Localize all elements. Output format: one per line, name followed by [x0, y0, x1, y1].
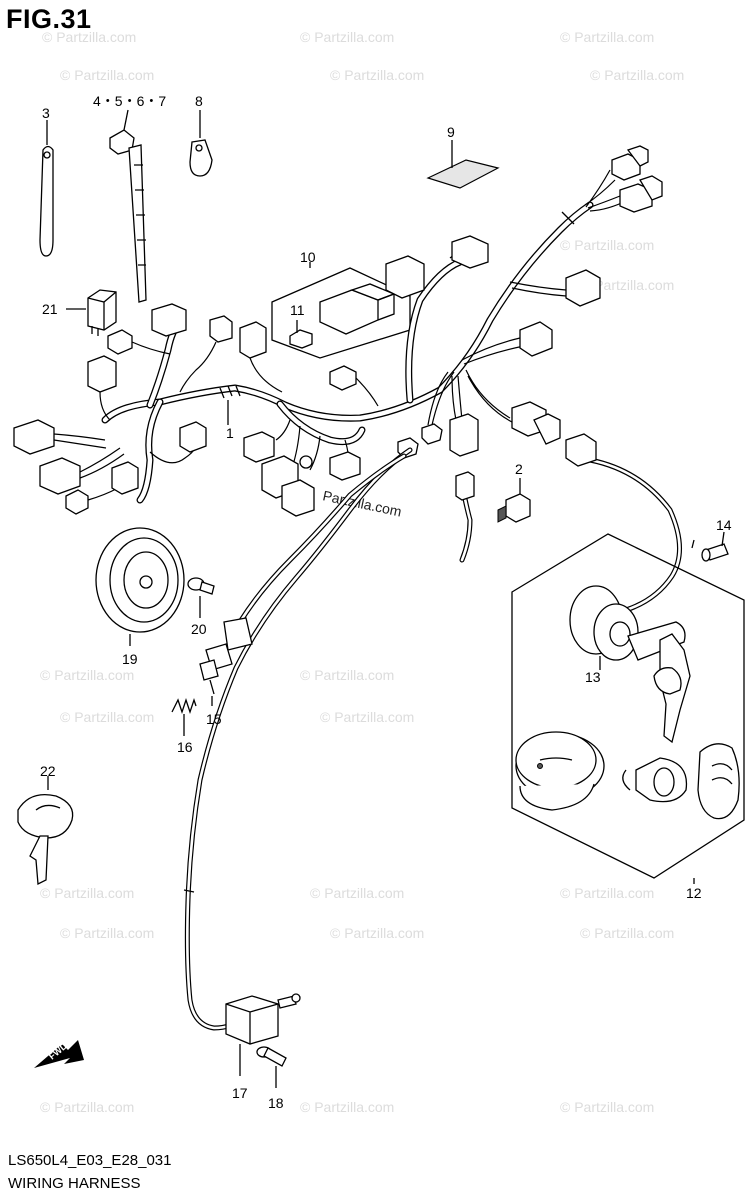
callout-1: 1	[226, 425, 234, 441]
part-4-7-cable-tie	[109, 109, 147, 303]
part-14-bolt	[691, 531, 729, 562]
part-1-wiring-harness	[101, 201, 594, 504]
watermark: © Partzilla.com	[310, 885, 404, 901]
watermark: © Partzilla.com	[300, 29, 394, 45]
part-17-switch	[225, 993, 301, 1076]
watermark: © Partzilla.com	[330, 925, 424, 941]
callout-16: 16	[177, 739, 193, 755]
lock-cover	[697, 743, 740, 820]
callout-12: 12	[686, 885, 702, 901]
cable-center	[455, 471, 475, 563]
part-19-horn	[95, 527, 185, 646]
watermark: © Partzilla.com	[560, 1099, 654, 1115]
part-8-clip	[189, 110, 213, 177]
part-18-bolt	[256, 1046, 287, 1088]
cable-to-part-15	[237, 453, 407, 625]
callout-20: 20	[191, 621, 207, 637]
part-9-label	[426, 140, 500, 189]
watermark: © Partzilla.com	[60, 67, 154, 83]
cable-to-part-17	[183, 447, 413, 1031]
watermark: © Partzilla.com	[580, 277, 674, 293]
callout-19: 19	[122, 651, 138, 667]
part-10-relay-box	[271, 262, 411, 359]
callout-10: 10	[300, 249, 316, 265]
callout-14: 14	[716, 517, 732, 533]
harness-branches	[13, 145, 663, 517]
fwd-arrow-icon: FWD	[34, 1040, 84, 1068]
watermarks: © Partzilla.com © Partzilla.com © Partzi…	[40, 29, 684, 1115]
part-22-key	[17, 776, 74, 886]
part-13-ignition-switch	[569, 585, 691, 744]
watermark: © Partzilla.com	[42, 29, 136, 45]
callout-15: 15	[206, 711, 222, 727]
watermark: © Partzilla.com	[580, 925, 674, 941]
watermark: © Partzilla.com	[60, 709, 154, 725]
part-11-fuse	[289, 320, 313, 349]
part-21-relay	[66, 289, 117, 336]
callout-18: 18	[268, 1095, 284, 1111]
callout-4-7: 4・5・6・7	[93, 93, 166, 109]
part-3-strap	[39, 120, 54, 257]
watermark: © Partzilla.com	[330, 67, 424, 83]
callout-3: 3	[42, 105, 50, 121]
part-15-switch	[199, 617, 253, 706]
fuel-cap	[515, 731, 605, 811]
part-16-spring	[171, 697, 197, 736]
watermark: © Partzilla.com	[560, 29, 654, 45]
seat-lock	[622, 757, 688, 803]
watermark: © Partzilla.com	[590, 67, 684, 83]
part-20-bolt	[187, 577, 215, 618]
figure-code: LS650L4_E03_E28_031	[8, 1152, 172, 1169]
watermark: © Partzilla.com	[560, 885, 654, 901]
callout-17: 17	[232, 1085, 248, 1101]
watermark: © Partzilla.com	[40, 1099, 134, 1115]
watermark: © Partzilla.com	[40, 885, 134, 901]
watermark: © Partzilla.com	[320, 709, 414, 725]
cable-to-ignition	[565, 433, 683, 613]
callout-2: 2	[515, 461, 523, 477]
figure-title: FIG.31	[6, 4, 92, 34]
callout-22: 22	[40, 763, 56, 779]
callout-labels: 3 4・5・6・7 8 9 10 11 21 1 2 14 20 19 13 1…	[40, 93, 732, 1111]
figure-name: WIRING HARNESS	[8, 1175, 141, 1192]
callout-9: 9	[447, 124, 455, 140]
watermark: © Partzilla.com	[40, 667, 134, 683]
watermark: © Partzilla.com	[560, 237, 654, 253]
callout-21: 21	[42, 301, 58, 317]
watermark: © Partzilla.com	[300, 667, 394, 683]
callout-11: 11	[290, 302, 305, 318]
watermark: © Partzilla.com	[60, 925, 154, 941]
callout-13: 13	[585, 669, 601, 685]
watermark: © Partzilla.com	[300, 1099, 394, 1115]
part-2-connector	[497, 478, 531, 523]
part-12-key-set-box	[511, 533, 745, 884]
callout-8: 8	[195, 93, 203, 109]
